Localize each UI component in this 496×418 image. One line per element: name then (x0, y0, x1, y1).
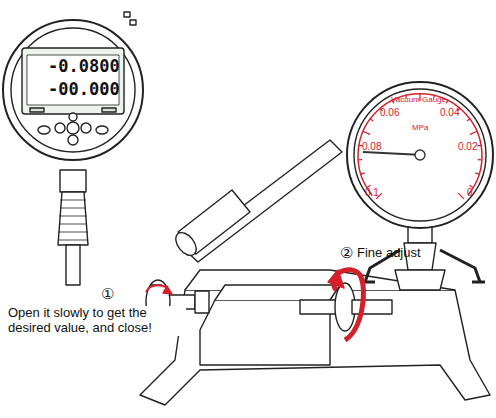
dial-tick (361, 173, 365, 174)
dial-label: 0.04 (440, 107, 459, 119)
dial-label: 0 (467, 187, 473, 199)
dial-label: MPa (412, 123, 428, 132)
screen-reading: -00.000 (48, 80, 120, 100)
callout-number: ① (101, 285, 114, 302)
callout-note: Fine adjust (357, 246, 421, 261)
dial-label: 0.08 (362, 141, 381, 153)
dial-label: 0.1 (365, 187, 379, 199)
dial-label: Vacuum Gauge (391, 95, 446, 104)
dial-tick (363, 131, 370, 134)
dial-tick (475, 173, 479, 174)
callout-number: ② (340, 244, 353, 261)
callout-note: Open it slowly to get the desired value,… (8, 306, 186, 336)
screen-reading: -0.0800 (48, 57, 120, 77)
dial-tick (458, 193, 464, 199)
dial-label: 0.02 (458, 141, 477, 153)
dial-tick (470, 131, 477, 134)
dial-label: 0.06 (380, 107, 399, 119)
